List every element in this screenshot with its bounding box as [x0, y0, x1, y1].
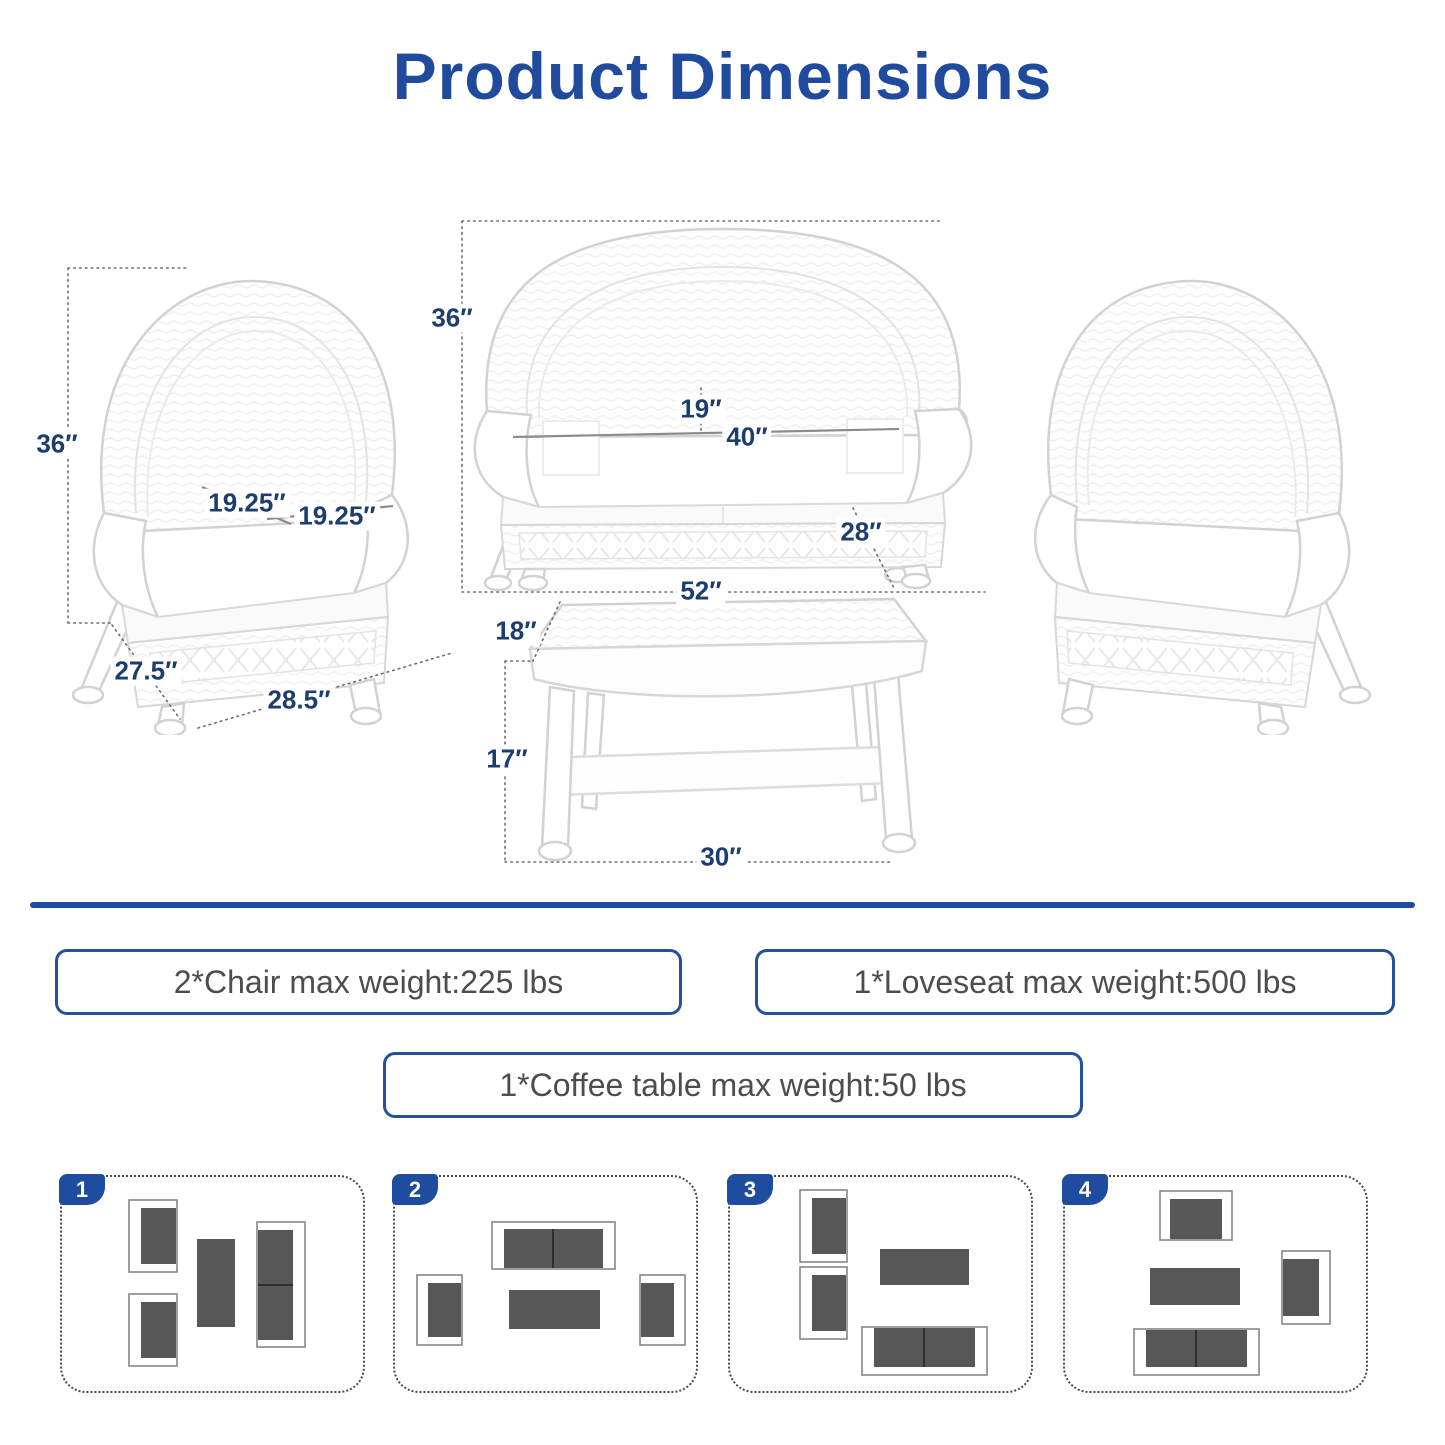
table-depth-dim-label: 18″	[491, 617, 541, 646]
layout2-loveseat	[491, 1221, 616, 1270]
loveseat-height-dim-label: 36″	[427, 304, 477, 333]
layout-2-number-badge: 2	[392, 1174, 438, 1205]
layout-option-1-panel: 1	[59, 1174, 365, 1393]
layout2-chair-right	[639, 1274, 686, 1346]
coffee-table-max-weight-label: 1*Coffee table max weight:50 lbs	[499, 1066, 967, 1103]
layout-3-number-badge: 3	[727, 1174, 773, 1205]
loveseat-base-depth-dim-label: 28″	[836, 518, 886, 547]
layout-4-number-badge: 4	[1062, 1174, 1108, 1205]
layout1-loveseat	[256, 1221, 306, 1348]
layout-option-2-panel: 2	[392, 1174, 698, 1393]
layout4-coffee-table	[1150, 1268, 1240, 1305]
chair-max-weight-label: 2*Chair max weight:225 lbs	[173, 963, 564, 1000]
chair-max-weight-box: 2*Chair max weight:225 lbs	[55, 949, 682, 1015]
layout-option-4-panel: 4	[1062, 1174, 1368, 1393]
chair-height-dim-label: 36″	[32, 430, 82, 459]
chair-base-width-dim-label: 28.5″	[263, 686, 335, 715]
coffee-table-max-weight-box: 1*Coffee table max weight:50 lbs	[383, 1052, 1083, 1118]
layout-1-number-badge: 1	[59, 1174, 105, 1205]
layout-option-3-panel: 3	[727, 1174, 1033, 1393]
layout3-chair-a	[799, 1189, 848, 1263]
layout2-chair-left	[416, 1274, 463, 1346]
layout-3-topview	[799, 1189, 988, 1376]
loveseat-max-weight-box: 1*Loveseat max weight:500 lbs	[755, 949, 1395, 1015]
layout1-chair-b	[128, 1293, 178, 1367]
layout-4-topview	[1133, 1190, 1331, 1376]
section-divider-line	[30, 902, 1415, 908]
layout1-coffee-table	[197, 1239, 235, 1327]
layout3-coffee-table	[880, 1249, 969, 1285]
loveseat-seat-depth-dim-label: 19″	[676, 395, 726, 424]
page-title: Product Dimensions	[392, 39, 1053, 113]
layout3-loveseat	[861, 1326, 988, 1376]
layout3-chair-b	[799, 1266, 848, 1340]
layout4-chair-top	[1159, 1190, 1233, 1241]
layout4-chair-right	[1281, 1250, 1331, 1325]
layout2-coffee-table	[509, 1290, 600, 1329]
furniture-illustrations	[67, 220, 1372, 863]
loveseat-seat-width-dim-label: 40″	[722, 423, 772, 452]
layout4-loveseat	[1133, 1328, 1260, 1376]
loveseat-base-width-dim-label: 52″	[676, 577, 726, 606]
chair-right-illustration	[1033, 279, 1372, 735]
layout-2-topview	[416, 1221, 686, 1346]
chair-seat-width-dim-label: 19.25″	[294, 502, 380, 531]
table-width-dim-label: 30″	[696, 843, 746, 872]
layout-1-topview	[128, 1199, 306, 1367]
chair-seat-depth-dim-label: 19.25″	[204, 489, 290, 518]
loveseat-illustration	[473, 227, 973, 592]
dimension-lines	[67, 220, 986, 863]
coffee-table-illustration	[527, 597, 929, 862]
layout1-chair-a	[128, 1199, 178, 1273]
chair-base-depth-dim-label: 27.5″	[110, 657, 182, 686]
table-height-dim-label: 17″	[482, 745, 532, 774]
loveseat-max-weight-label: 1*Loveseat max weight:500 lbs	[853, 963, 1297, 1000]
